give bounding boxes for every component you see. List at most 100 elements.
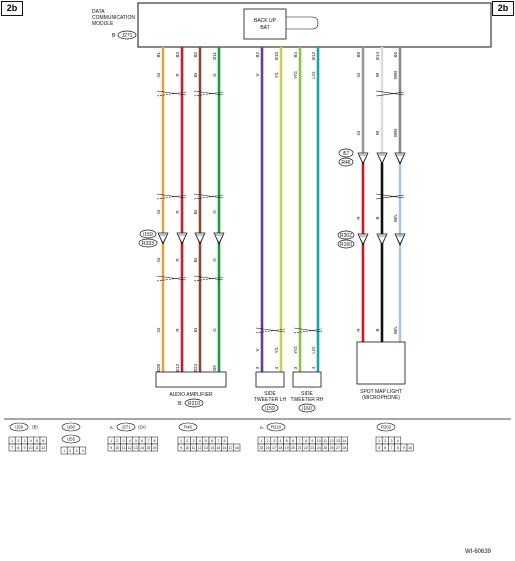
svg-text:1: 1	[180, 439, 182, 443]
svg-text:R: R	[175, 328, 180, 332]
svg-text:R: R	[175, 258, 180, 262]
svg-text:8: 8	[154, 439, 156, 443]
svg-text:V: V	[255, 348, 260, 351]
svg-text:6: 6	[141, 439, 143, 443]
svg-text:18: 18	[235, 446, 239, 450]
svg-text:G: G	[212, 258, 217, 262]
svg-text:B28: B28	[156, 364, 161, 373]
mid-connector-i159: i159	[143, 232, 153, 238]
svg-text:i160: i160	[67, 425, 76, 430]
svg-text:J271: J271	[121, 425, 131, 430]
svg-text:26: 26	[330, 446, 334, 450]
svg-text:(B): (B)	[32, 425, 38, 430]
svg-text:Y/L: Y/L	[274, 71, 279, 78]
svg-text:5: 5	[286, 439, 288, 443]
audio-amp-name: AUDIO AMPLIFIER	[169, 392, 213, 398]
module-box	[137, 2, 492, 48]
svg-text:14: 14	[140, 446, 144, 450]
svg-text:28: 28	[342, 446, 346, 450]
svg-text:3: 3	[293, 366, 298, 369]
svg-text:B: B	[375, 328, 380, 331]
svg-text:4: 4	[279, 439, 281, 443]
svg-text:11: 11	[192, 446, 196, 450]
svg-text:7: 7	[391, 446, 393, 450]
svg-text:13: 13	[134, 446, 138, 450]
page-tag-right: 2b	[492, 1, 514, 16]
svg-text:Gr: Gr	[156, 72, 161, 78]
svg-text:8: 8	[305, 439, 307, 443]
svg-text:R: R	[175, 73, 180, 77]
svg-text:Gr: Gr	[356, 130, 361, 136]
svg-text:16: 16	[153, 446, 157, 450]
svg-text:14: 14	[210, 446, 214, 450]
svg-text:27: 27	[336, 446, 340, 450]
svg-text:4: 4	[30, 439, 32, 443]
svg-text:25: 25	[323, 446, 327, 450]
svg-text:B2: B2	[255, 52, 260, 58]
backup-bat-box	[243, 8, 287, 40]
svg-text:B12: B12	[311, 52, 316, 61]
svg-text:Br: Br	[193, 257, 198, 262]
tweeter-rh-code: i160	[302, 406, 312, 412]
svg-text:B: B	[375, 216, 380, 219]
svg-text:B10: B10	[274, 52, 279, 61]
svg-text:G: G	[212, 328, 217, 332]
module-title-1: DATA	[92, 9, 105, 15]
svg-text:19: 19	[285, 446, 289, 450]
svg-text:18: 18	[278, 446, 282, 450]
svg-text:6: 6	[384, 446, 386, 450]
svg-text:3: 3	[123, 439, 125, 443]
svg-text:Br: Br	[193, 209, 198, 214]
svg-text:15: 15	[146, 446, 150, 450]
svg-text:10: 10	[408, 446, 412, 450]
backup-label-2: BAT	[260, 25, 269, 31]
svg-text:Gr: Gr	[156, 209, 161, 215]
page-tag-left: 2b	[1, 1, 23, 16]
svg-text:1: 1	[260, 439, 262, 443]
svg-text:5: 5	[135, 439, 137, 443]
svg-text:9: 9	[24, 446, 26, 450]
svg-text:i159: i159	[15, 425, 24, 430]
svg-text:20: 20	[291, 446, 295, 450]
svg-text:Y/L: Y/L	[274, 346, 279, 353]
svg-text:17: 17	[272, 446, 276, 450]
svg-text:B13: B13	[175, 364, 180, 373]
svg-text:B9: B9	[212, 365, 217, 371]
svg-text:24: 24	[317, 446, 321, 450]
audio-amplifier-box	[155, 371, 227, 388]
svg-text:B4: B4	[293, 52, 298, 58]
module-title-2: COMMUNICATION	[92, 15, 135, 21]
svg-text:R210: R210	[271, 425, 282, 430]
svg-text:5: 5	[36, 439, 38, 443]
svg-text:Gr: Gr	[156, 327, 161, 333]
svg-text:3: 3	[193, 439, 195, 443]
svg-text:V: V	[255, 73, 260, 76]
svg-text:4: 4	[82, 449, 84, 453]
spot-map-line1: SPOT MAP LIGHT	[360, 389, 402, 395]
svg-text:1: 1	[63, 449, 65, 453]
svg-text:9: 9	[180, 446, 182, 450]
audio-amp-code: R210	[188, 401, 200, 407]
svg-text:12: 12	[128, 446, 132, 450]
svg-text:2: 2	[17, 439, 19, 443]
spot-map-light-box	[356, 341, 406, 385]
svg-text:3: 3	[273, 439, 275, 443]
svg-text:B1: B1	[156, 52, 161, 58]
svg-text:2: 2	[116, 439, 118, 443]
svg-text:B14: B14	[375, 52, 380, 61]
svg-text:2: 2	[384, 439, 386, 443]
svg-text:7: 7	[217, 439, 219, 443]
svg-text:6: 6	[211, 439, 213, 443]
svg-text:B6: B6	[393, 52, 398, 58]
svg-text:B8: B8	[356, 52, 361, 58]
backup-label-1: BACK UP	[254, 18, 277, 24]
svg-text:5: 5	[378, 446, 380, 450]
svg-text:W/B: W/B	[393, 129, 398, 138]
svg-text:(Gr): (Gr)	[138, 425, 146, 430]
svg-text:G: G	[212, 210, 217, 214]
svg-text:Gr: Gr	[156, 257, 161, 263]
